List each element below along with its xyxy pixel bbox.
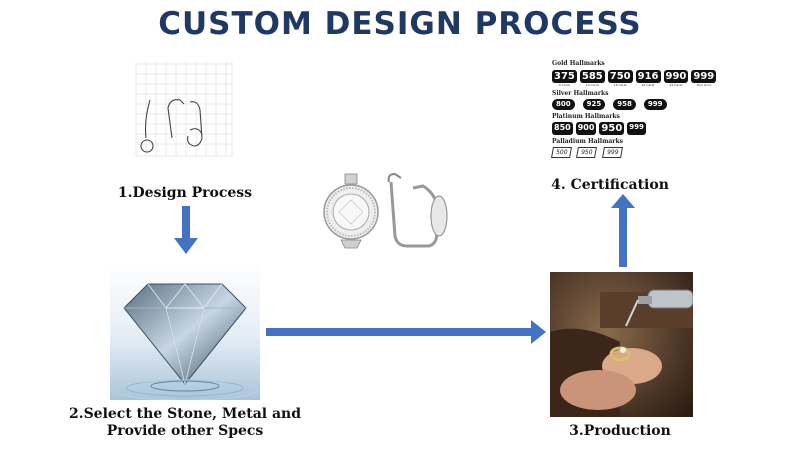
hallmark-caption: 24 Carat [669,83,683,87]
silver-hallmarks-heading: Silver Hallmarks [552,90,609,97]
step-select-line1: 2.Select the Stone, Metal and [68,406,302,422]
hallmark-mark: 800 [552,99,575,110]
platinum-hallmarks-heading: Platinum Hallmarks [552,113,620,120]
hallmark-caption: 9 Carat [558,83,570,87]
hallmark-mark: 916 [635,70,661,83]
step-certification-label: 4. Certification [551,177,669,193]
diamond-image [110,262,260,401]
gold-hallmarks-heading: Gold Hallmarks [552,60,605,67]
hallmark-caption: 18 Carat [613,83,627,87]
hallmark-mark: 950 [599,122,625,135]
earring-photo-image [305,170,450,250]
earring-sketch-image [128,60,236,162]
arrow-select-to-production [266,320,546,344]
hallmark-mark: 585 [579,70,605,83]
page-title: CUSTOM DESIGN PROCESS [158,6,642,42]
silver-hallmark-row: 800 925 958 999 [552,99,692,110]
step-select-line2: Provide other Specs [106,423,264,439]
hallmark-mark: 999 [691,70,717,83]
platinum-hallmark-row: 850 900 950 999 [552,122,692,135]
hallmark-mark: 750 [607,70,633,83]
arrow-production-to-certification [611,194,635,267]
hallmark-mark: 925 [582,99,606,110]
hallmark-mark: 850 [552,122,573,135]
hallmark-mark: 990 [663,70,689,83]
hallmark-mark: 999 [643,99,667,110]
hallmark-mark: 958 [613,99,636,110]
jeweler-production-image [550,272,694,417]
arrow-design-to-select [174,206,198,254]
step-select-label: 2.Select the Stone, Metal and Provide ot… [60,406,310,440]
hallmark-mark: 375 [552,70,577,83]
step-production-label: 3.Production [569,423,671,439]
hallmark-mark: 999 [627,122,646,135]
hallmark-caption: 22 Carat [641,83,655,87]
hallmark-caption: Fine Gold [696,83,711,87]
palladium-hallmarks-heading: Palladium Hallmarks [552,138,624,145]
hallmark-mark: 900 [575,122,597,135]
step-design-label: 1.Design Process [117,185,253,201]
hallmark-caption: 14 Carat [585,83,599,87]
